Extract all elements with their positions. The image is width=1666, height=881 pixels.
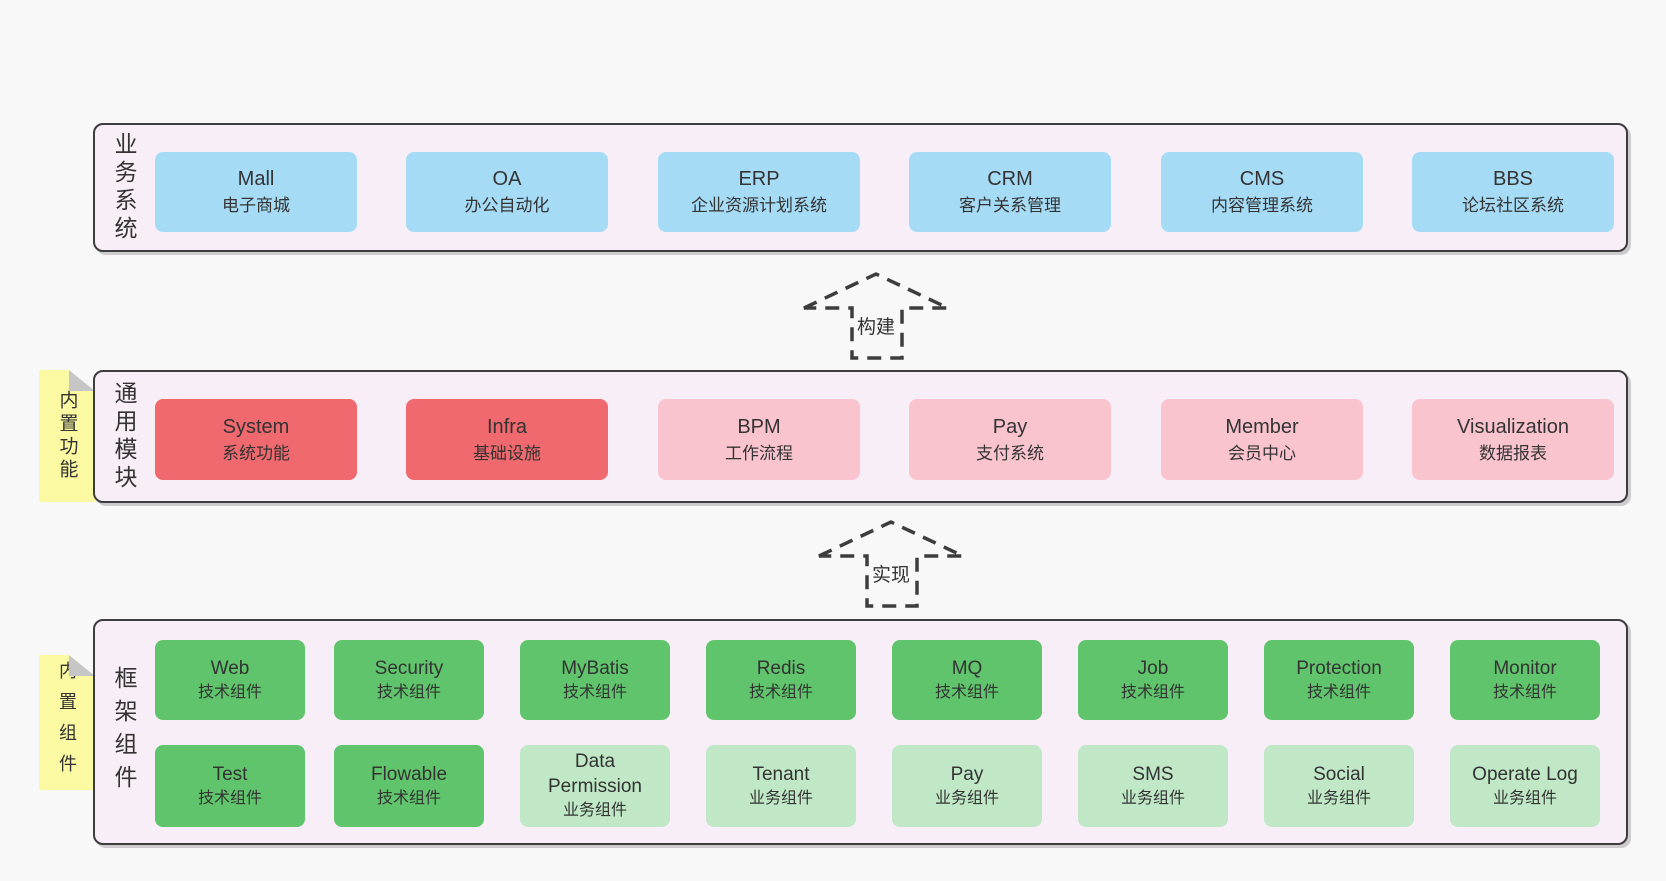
folded-corner-icon	[69, 655, 95, 676]
box-crm: CRM 客户关系管理	[909, 152, 1111, 232]
box-infra: Infra 基础设施	[406, 399, 608, 480]
box-security: Security 技术组件	[334, 640, 484, 720]
box-tenant: Tenant 业务组件	[706, 745, 856, 827]
box-mall: Mall 电子商城	[155, 152, 357, 232]
box-erp: ERP 企业资源计划系统	[658, 152, 860, 232]
box-cms: CMS 内容管理系统	[1161, 152, 1363, 232]
box-pay-component: Pay 业务组件	[892, 745, 1042, 827]
box-system: System 系统功能	[155, 399, 357, 480]
panel-framework-components: 框架组件 Web 技术组件 Security 技术组件 MyBatis 技术组件…	[93, 619, 1628, 845]
sticky-note-builtin-features: 内置功能	[39, 370, 95, 502]
box-redis: Redis 技术组件	[706, 640, 856, 720]
box-job: Job 技术组件	[1078, 640, 1228, 720]
sticky-note-label: 内置组件	[57, 660, 77, 785]
panel-title-business-systems: 业务系统	[111, 131, 137, 244]
box-sms: SMS 业务组件	[1078, 745, 1228, 827]
panel-common-modules: 通用模块 System 系统功能 Infra 基础设施 BPM 工作流程 Pay…	[93, 370, 1628, 503]
box-data-permission: Data Permission 业务组件	[520, 745, 670, 827]
arrow-build: 构建	[796, 270, 956, 362]
sticky-note-label: 内置功能	[56, 390, 78, 482]
box-web: Web 技术组件	[155, 640, 305, 720]
box-protection: Protection 技术组件	[1264, 640, 1414, 720]
arrow-implement-label: 实现	[868, 560, 914, 587]
panel-title-framework-components: 框架组件	[111, 666, 137, 798]
box-oa: OA 办公自动化	[406, 152, 608, 232]
box-flowable: Flowable 技术组件	[334, 745, 484, 827]
folded-corner-icon	[69, 370, 95, 391]
panel-title-common-modules: 通用模块	[111, 380, 137, 493]
dashed-up-arrow-icon	[818, 520, 964, 608]
box-operate-log: Operate Log 业务组件	[1450, 745, 1600, 827]
box-bpm: BPM 工作流程	[658, 399, 860, 480]
box-member: Member 会员中心	[1161, 399, 1363, 480]
box-monitor: Monitor 技术组件	[1450, 640, 1600, 720]
arrow-build-label: 构建	[853, 312, 899, 339]
sticky-note-builtin-components: 内置组件	[39, 655, 95, 790]
box-bbs: BBS 论坛社区系统	[1412, 152, 1614, 232]
panel-business-systems: 业务系统 Mall 电子商城 OA 办公自动化 ERP 企业资源计划系统 CRM…	[93, 123, 1628, 252]
box-mybatis: MyBatis 技术组件	[520, 640, 670, 720]
box-mq: MQ 技术组件	[892, 640, 1042, 720]
box-pay-system: Pay 支付系统	[909, 399, 1111, 480]
box-social: Social 业务组件	[1264, 745, 1414, 827]
arrow-implement: 实现	[811, 518, 971, 610]
box-test: Test 技术组件	[155, 745, 305, 827]
box-visualization: Visualization 数据报表	[1412, 399, 1614, 480]
dashed-up-arrow-icon	[803, 272, 949, 360]
